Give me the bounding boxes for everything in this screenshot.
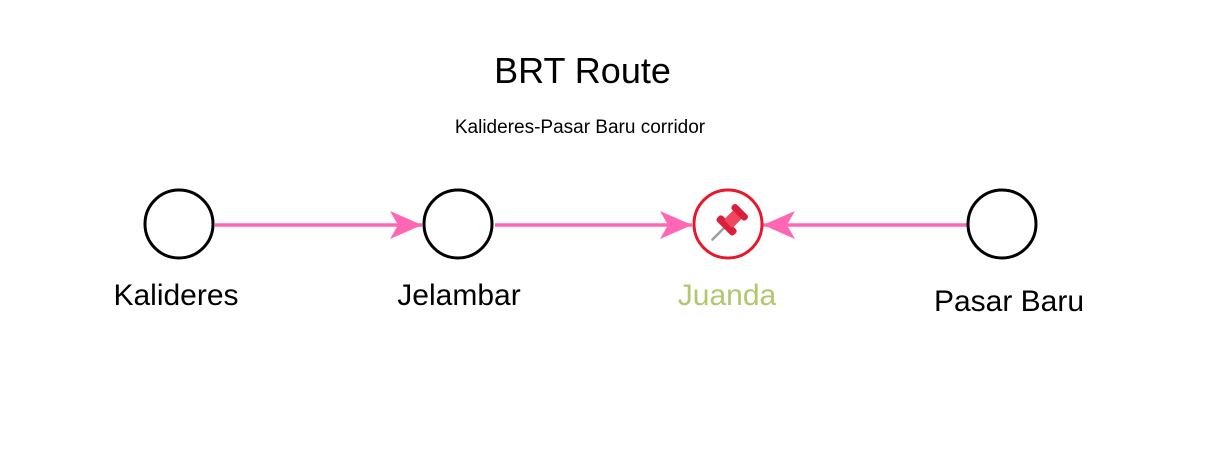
station-label-kalideres: Kalideres [113,279,239,312]
station-node-pasar-baru[interactable] [966,188,1038,260]
diagram-title: BRT Route [494,50,671,91]
station-node-kalideres[interactable] [143,188,215,260]
station-label-pasar-baru: Pasar Baru [933,285,1085,318]
station-label-juanda: Juanda [677,279,777,312]
station-node-jelambar[interactable] [422,188,494,260]
station-label-jelambar: Jelambar [397,279,521,312]
pushpin-icon [711,204,748,241]
diagram-subtitle: Kalideres-Pasar Baru corridor [454,117,706,138]
